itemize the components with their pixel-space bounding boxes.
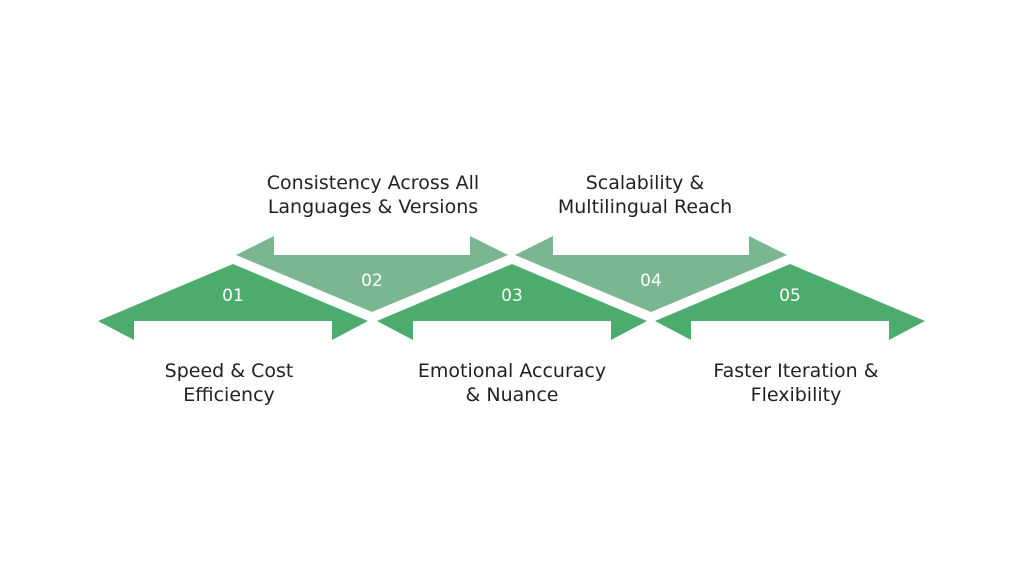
step-05-caption: Faster Iteration & Flexibility	[676, 359, 916, 407]
step-01-number: 01	[222, 286, 244, 306]
step-02-number: 02	[361, 271, 383, 291]
step-04-triangle	[515, 236, 787, 312]
step-01-triangle	[98, 264, 368, 340]
step-03-caption: Emotional Accuracy & Nuance	[392, 359, 632, 407]
step-02-caption: Consistency Across All Languages & Versi…	[253, 171, 493, 219]
step-01-label-line2: Efficiency	[183, 384, 275, 406]
step-04-label-line1: Scalability &	[585, 172, 705, 194]
step-02-label-line1: Consistency Across All	[266, 172, 480, 194]
step-03-number: 03	[501, 286, 523, 306]
step-05-label-line1: Faster Iteration &	[713, 360, 879, 382]
step-05-number: 05	[779, 286, 801, 306]
step-03-triangle	[377, 264, 647, 340]
step-05-triangle	[655, 264, 925, 340]
step-03-label-line2: & Nuance	[465, 384, 559, 406]
step-05-label-line2: Flexibility	[750, 384, 842, 406]
step-01-label-line1: Speed & Cost	[164, 360, 294, 382]
step-04-caption: Scalability & Multilingual Reach	[525, 171, 765, 219]
step-04-label-line2: Multilingual Reach	[557, 196, 733, 218]
step-01-caption: Speed & Cost Efficiency	[109, 359, 349, 407]
step-02-triangle	[236, 236, 508, 312]
step-04-number: 04	[640, 271, 662, 291]
step-03-label-line1: Emotional Accuracy	[417, 360, 607, 382]
step-02-label-line2: Languages & Versions	[267, 196, 479, 218]
